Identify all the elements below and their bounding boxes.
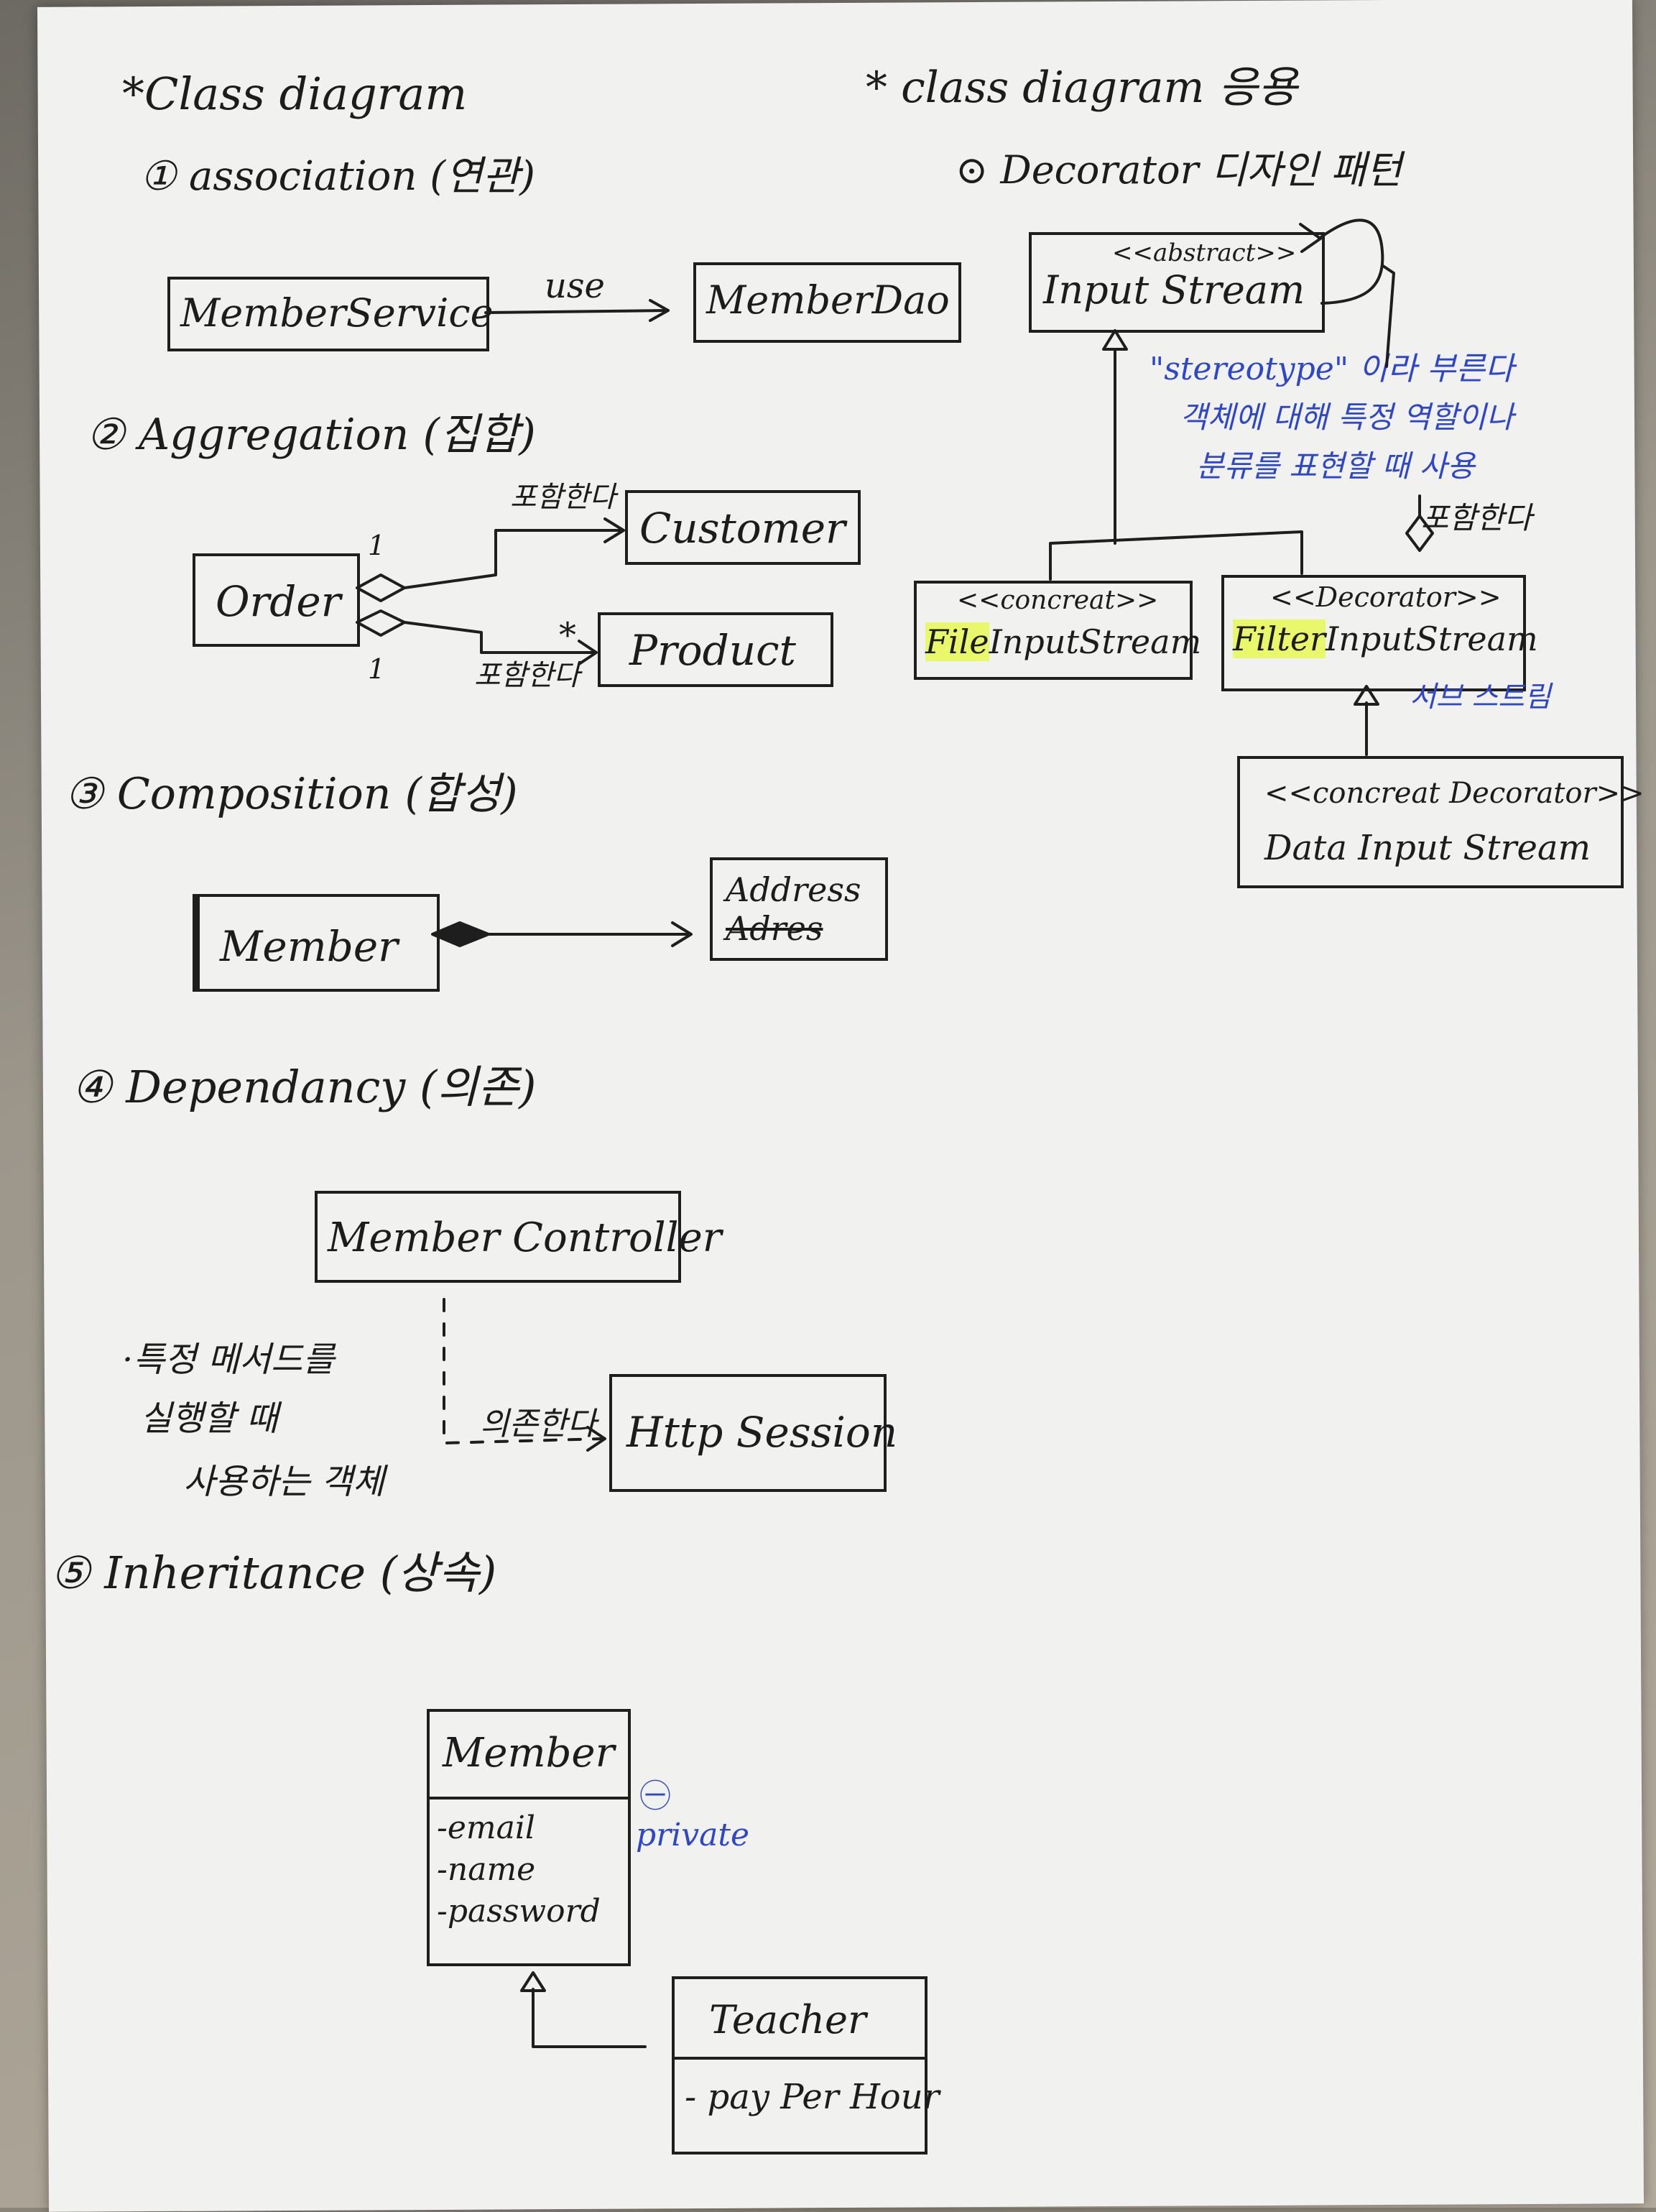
decorator-inheritance-triangle — [1102, 329, 1128, 351]
fileinputstream-name: FileInputStream — [925, 622, 1202, 661]
member-parent-name: Member — [443, 1730, 615, 1776]
dependency-note-2: 실행할 때 — [140, 1398, 278, 1439]
aggregation-diamond-bottom — [356, 609, 406, 637]
order-multiplicity-top: 1 — [368, 530, 386, 561]
product-name: Product — [629, 626, 796, 675]
stereotype-note-3: 분류를 표현할 때 사용 — [1196, 448, 1475, 484]
inheritance-heading: ⑤ Inheritance (상속) — [50, 1547, 497, 1599]
decorator-branch-line — [1049, 530, 1303, 581]
aggregation-line-product — [403, 621, 596, 654]
aggregation-arrowhead-customer — [603, 517, 625, 543]
aggregation-heading: ② Aggregation (집합) — [86, 410, 536, 460]
filterinputstream-name: FilterInputStream — [1233, 619, 1538, 658]
aggregation-diamond-top — [356, 573, 406, 602]
aggregation-line-customer — [403, 529, 624, 589]
dependency-arrowhead — [586, 1426, 606, 1452]
customer-class: Customer — [625, 490, 861, 565]
fileinputstream-stereotype: <<concreat>> — [957, 586, 1159, 615]
dependency-note-1: ·특정 메서드를 — [122, 1340, 335, 1380]
fileinputstream-highlight: File — [925, 622, 989, 661]
memberservice-name: MemberService — [180, 290, 494, 336]
address-strikethrough: Adres — [726, 909, 823, 948]
teacher-class: Teacher - pay Per Hour — [672, 1976, 940, 2155]
httpsession-class: Http Session — [609, 1374, 897, 1492]
filterinputstream-rest: InputStream — [1326, 619, 1538, 658]
dependency-label: 의존한다 — [480, 1406, 596, 1442]
order-multiplicity-bottom: 1 — [368, 653, 386, 685]
order-name: Order — [216, 577, 341, 626]
stereotype-note-1: "stereotype" 이라 부른다 — [1150, 351, 1514, 387]
decorator-self-loop — [1318, 218, 1384, 305]
address-class: Address Adres — [710, 857, 888, 961]
product-multiplicity: * — [559, 615, 576, 655]
decorator-self-loop-tail — [1382, 264, 1395, 368]
member-field-name: -name — [437, 1851, 536, 1888]
association-label: use — [545, 266, 605, 306]
composition-heading: ③ Composition (합성) — [65, 769, 518, 819]
stereotype-note-2: 객체에 대해 특정 역할이나 — [1180, 400, 1514, 435]
inheritance-line — [532, 1988, 647, 2048]
httpsession-name: Http Session — [626, 1408, 898, 1457]
decorator-aggregation-diamond — [1405, 515, 1434, 552]
association-heading: ① association (연관) — [140, 153, 535, 200]
dependency-heading: ④ Dependancy (의존) — [72, 1061, 537, 1113]
datainputstream-stereotype: <<concreat Decorator>> — [1264, 777, 1645, 810]
filterinputstream-highlight: Filter — [1233, 619, 1326, 658]
teacher-divider — [675, 2057, 925, 2060]
decorator-loop-arrowhead — [1299, 223, 1322, 253]
membercontroller-class: Member Controller — [315, 1191, 722, 1283]
association-line — [484, 309, 668, 314]
fileinputstream-rest: InputStream — [989, 622, 1202, 661]
member-composite-name: Member — [220, 922, 398, 971]
memberdao-class: MemberDao — [693, 262, 961, 343]
decorator-contains-label: 포함한다 — [1421, 500, 1532, 535]
teacher-name: Teacher — [709, 1997, 866, 2042]
product-class: Product — [598, 612, 833, 687]
member-composite-class: Member — [193, 894, 440, 992]
membercontroller-name: Member Controller — [328, 1215, 722, 1261]
aggregation-label-2: 포함한다 — [474, 659, 580, 692]
memberdao-name: MemberDao — [706, 277, 950, 323]
substream-label: 서브 스트림 — [1410, 681, 1551, 714]
subclass-triangle — [1354, 685, 1379, 706]
member-field-email: -email — [437, 1810, 536, 1846]
aggregation-arrowhead-product — [578, 640, 598, 665]
teacher-field-pay: - pay Per Hour — [685, 2077, 940, 2117]
private-minus-icon: ㊀ — [639, 1778, 671, 1815]
member-parent-divider — [430, 1797, 628, 1799]
customer-name: Customer — [639, 504, 846, 553]
association-arrowhead — [649, 299, 670, 322]
datainputstream-class: <<concreat Decorator>> Data Input Stream — [1237, 756, 1645, 888]
inputstream-stereotype: <<abstract>> — [1112, 239, 1297, 267]
inheritance-triangle — [520, 1971, 546, 1992]
aggregation-label-1: 포함한다 — [510, 481, 616, 514]
inputstream-abstract-class: <<abstract>> Input Stream — [1029, 232, 1325, 333]
member-parent-class: Member -email -name -password — [427, 1709, 631, 1966]
address-name: Address — [726, 870, 861, 909]
left-title: *Class diagram — [122, 68, 468, 120]
dependency-note-3: 사용하는 객체 — [183, 1462, 385, 1502]
fileinputstream-class: <<concreat>> FileInputStream — [914, 581, 1201, 680]
filterinputstream-stereotype: <<Decorator>> — [1270, 581, 1502, 613]
order-class: Order — [193, 553, 360, 647]
member-field-password: -password — [437, 1893, 601, 1930]
dependency-dashed-line — [443, 1298, 605, 1444]
private-note: private — [636, 1817, 750, 1853]
right-title: * class diagram 응용 — [866, 63, 1297, 113]
inputstream-name: Input Stream — [1043, 267, 1305, 313]
datainputstream-name: Data Input Stream — [1264, 828, 1591, 868]
decorator-subtitle: ⊙ Decorator 디자인 패턴 — [956, 147, 1402, 193]
memberservice-class: MemberService — [167, 277, 494, 351]
filterinputstream-class: <<Decorator>> FilterInputStream — [1221, 575, 1538, 691]
composition-diamond — [431, 921, 490, 947]
composition-arrowhead — [671, 921, 693, 947]
